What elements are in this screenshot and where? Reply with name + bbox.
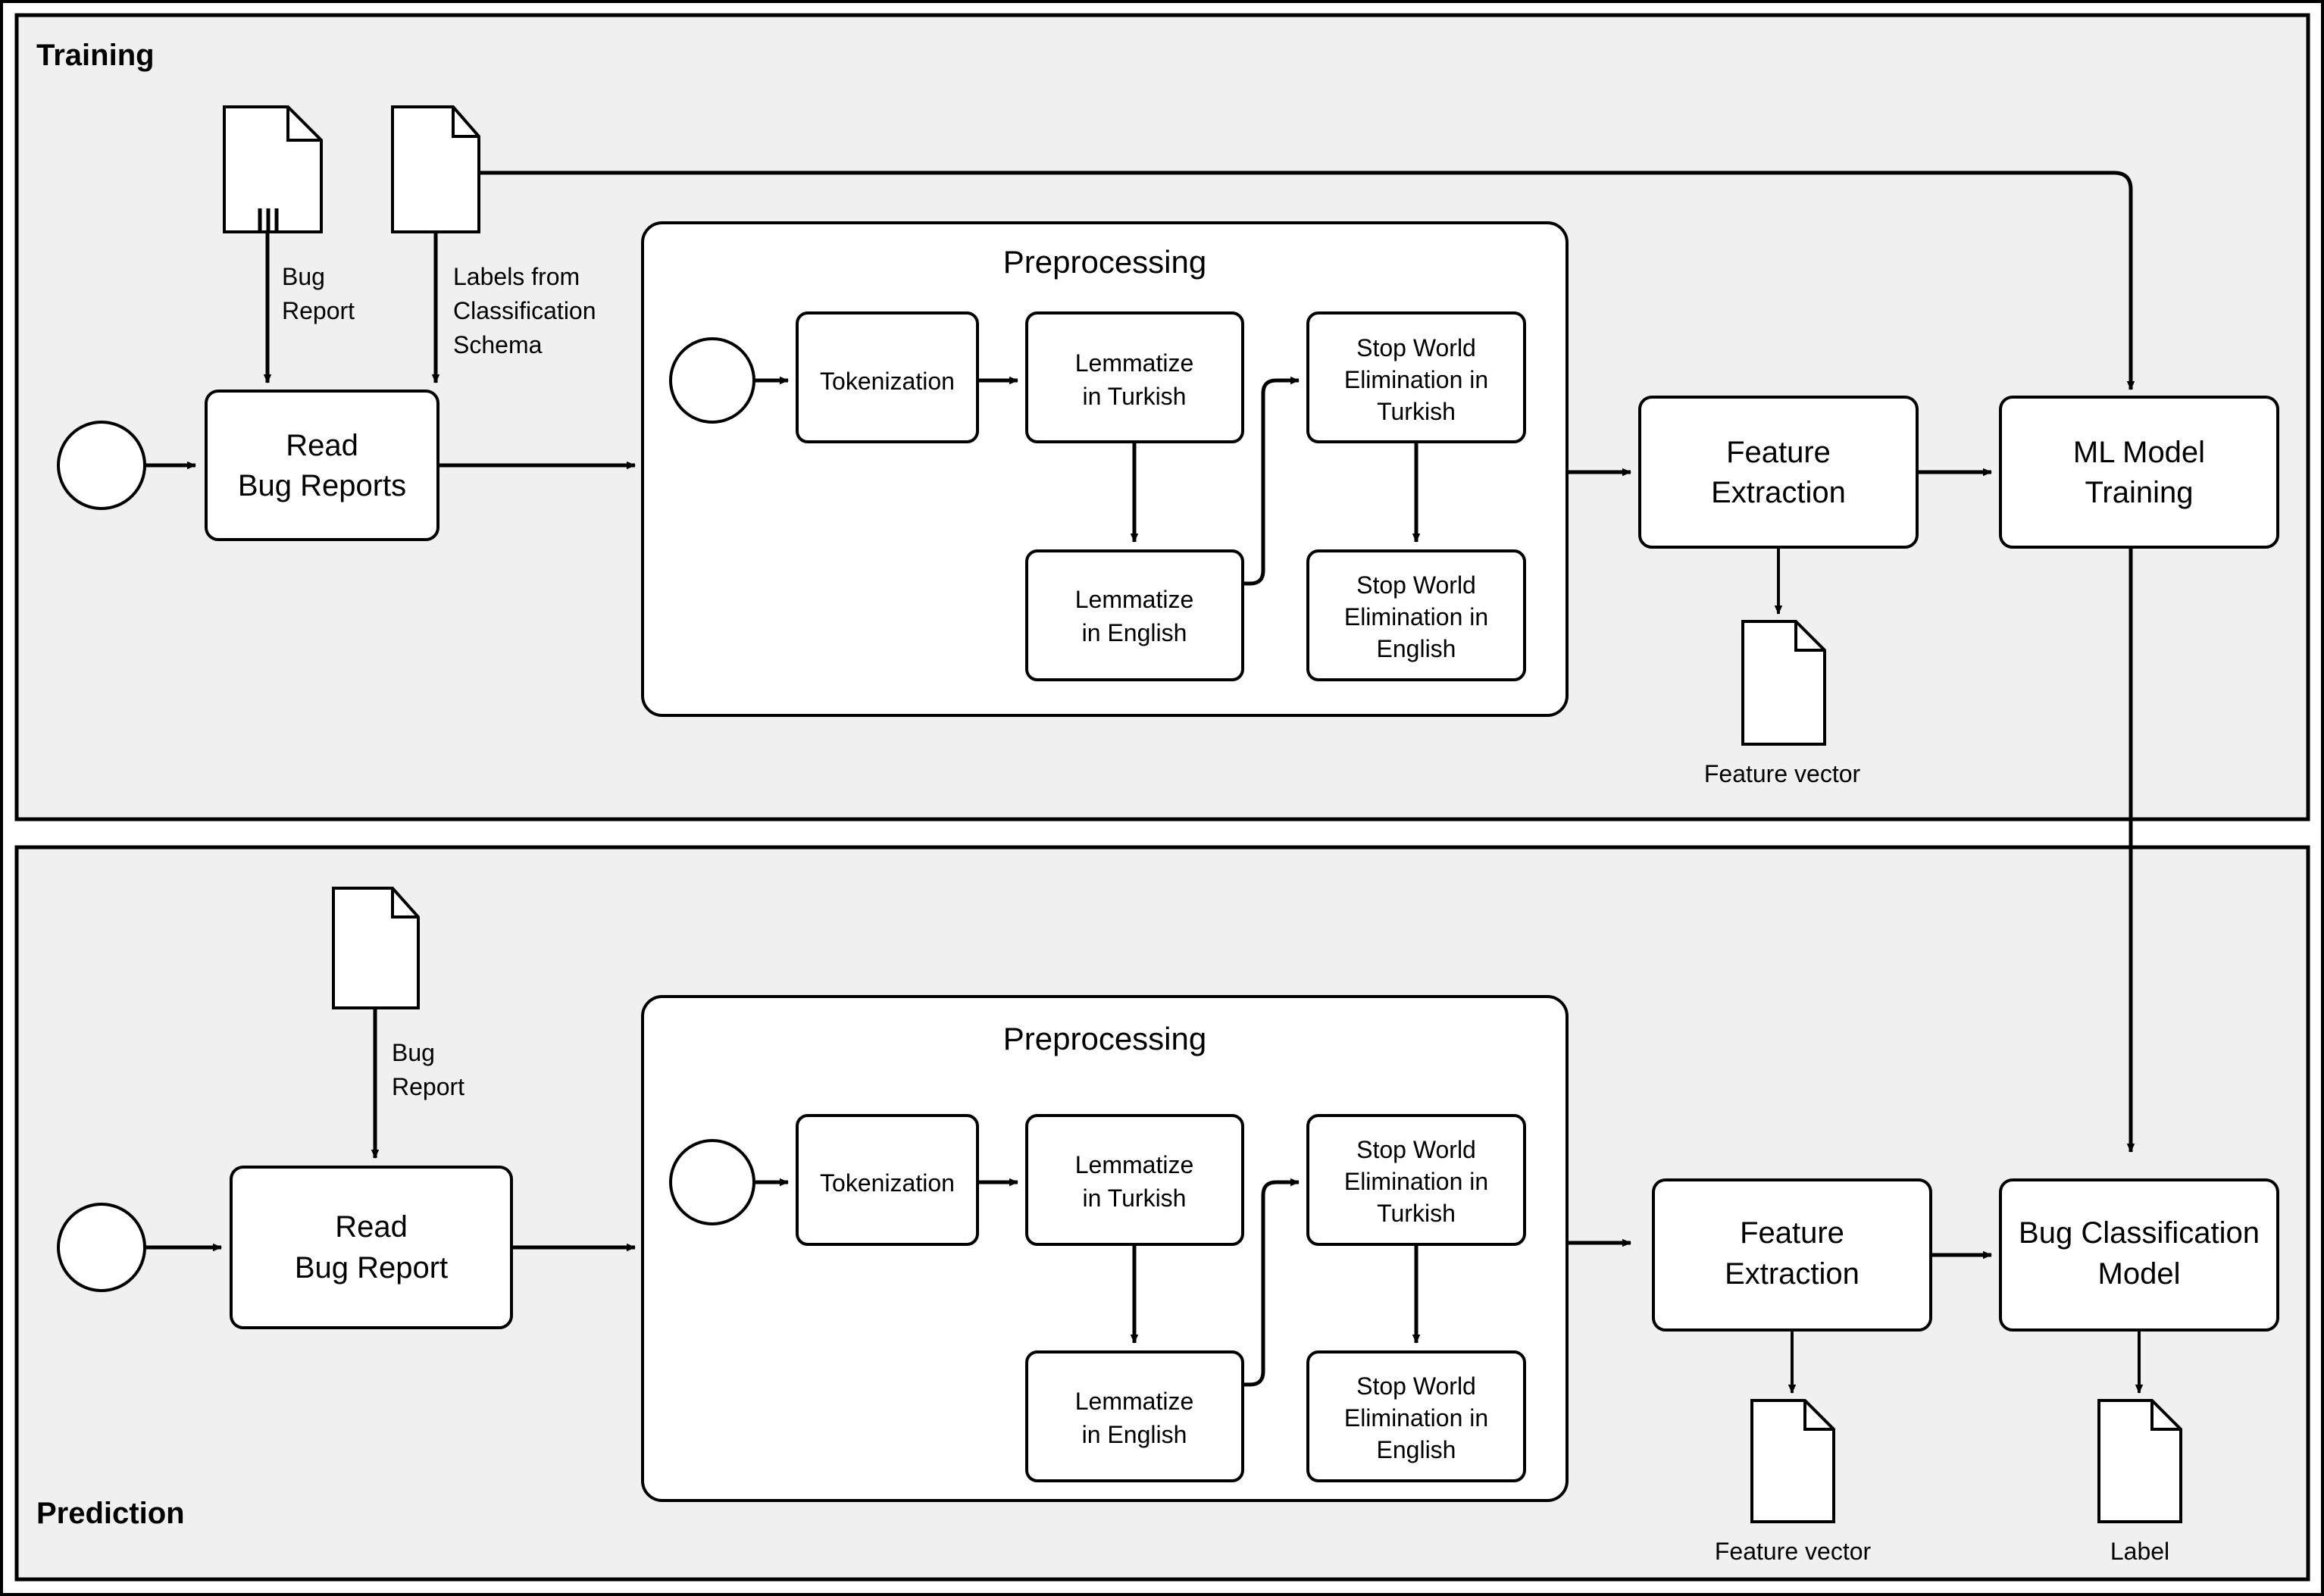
task-read-bug-report-prediction-label-l2: Bug Report (295, 1251, 448, 1285)
flow-lemm-en-to-stopword-tr-prediction (1243, 1178, 1300, 1387)
flow-label-bug-report-prediction-l2: Report (392, 1073, 464, 1100)
artifact-feature-vector-prediction (1750, 1399, 1835, 1523)
task-lemmatize-english-training-label-l2: in English (1082, 619, 1187, 646)
subprocess-start-event-prediction (669, 1139, 755, 1225)
task-lemmatize-english-prediction[interactable] (1025, 1350, 1244, 1482)
task-lemmatize-turkish-training-label-l1: Lemmatize (1075, 349, 1194, 377)
task-tokenization-training[interactable] (796, 311, 979, 443)
task-feature-extraction-prediction-label-l1: Feature (1740, 1216, 1844, 1250)
task-read-bug-report-prediction-label-l1: Read (335, 1210, 408, 1244)
task-stopword-english-prediction-label-l2: Elimination in (1344, 1404, 1488, 1432)
prediction-bug-report-document (332, 887, 420, 1009)
flow-label-bug-report-l1: Bug (282, 263, 325, 290)
task-stopword-english-prediction-label-l1: Stop World (1356, 1372, 1476, 1400)
task-read-bug-report-prediction[interactable] (230, 1166, 513, 1329)
prediction-start-event (57, 1203, 146, 1292)
task-feature-extraction-prediction[interactable] (1652, 1178, 1932, 1332)
task-ml-model-training-label-l2: Training (2085, 476, 2193, 509)
task-tokenization-prediction[interactable] (796, 1114, 979, 1246)
task-stopword-turkish-training-label-l2: Elimination in (1344, 366, 1488, 393)
task-tokenization-prediction-label: Tokenization (820, 1169, 955, 1197)
task-feature-extraction-training[interactable] (1638, 396, 1919, 549)
task-read-bug-reports-label-l1: Read (286, 429, 358, 462)
task-stopword-english-prediction-label-l3: English (1377, 1436, 1456, 1463)
subprocess-start-event-training (669, 337, 755, 424)
task-bug-classification-model-label-l2: Model (2098, 1257, 2181, 1291)
task-lemmatize-turkish-prediction-label-l1: Lemmatize (1075, 1151, 1194, 1178)
task-stopword-english-training-label-l2: Elimination in (1344, 603, 1488, 631)
flow-lemm-en-to-stopword-tr-training (1243, 376, 1300, 586)
task-read-bug-reports[interactable] (205, 390, 439, 541)
task-tokenization-training-label: Tokenization (820, 368, 955, 395)
task-stopword-english-training-label-l1: Stop World (1356, 571, 1476, 599)
training-bug-report-document (223, 105, 323, 233)
artifact-feature-vector-prediction-label: Feature vector (1715, 1538, 1872, 1565)
pool-training-label: Training (36, 39, 155, 72)
task-bug-classification-model[interactable] (1999, 1178, 2279, 1332)
subprocess-preprocessing-training-title: Preprocessing (1003, 244, 1206, 280)
task-lemmatize-turkish-prediction-label-l2: in Turkish (1083, 1184, 1187, 1212)
task-feature-extraction-prediction-label-l2: Extraction (1725, 1257, 1860, 1291)
flow-label-labels-l1: Labels from (453, 263, 580, 290)
task-ml-model-training[interactable] (1999, 396, 2279, 549)
task-feature-extraction-training-label-l1: Feature (1726, 436, 1831, 469)
task-stopword-turkish-prediction-label-l1: Stop World (1356, 1136, 1476, 1163)
task-lemmatize-english-training-label-l1: Lemmatize (1075, 586, 1194, 613)
task-feature-extraction-training-label-l2: Extraction (1711, 476, 1846, 509)
task-lemmatize-english-training[interactable] (1025, 549, 1244, 681)
artifact-label-document (2097, 1399, 2182, 1523)
training-start-event (57, 421, 146, 510)
task-lemmatize-turkish-training[interactable] (1025, 311, 1244, 443)
artifact-label-document-label: Label (2110, 1538, 2169, 1565)
subprocess-preprocessing-prediction-title: Preprocessing (1003, 1021, 1206, 1056)
task-ml-model-training-label-l1: ML Model (2073, 436, 2205, 469)
task-lemmatize-turkish-training-label-l2: in Turkish (1083, 383, 1187, 410)
training-labels-document (391, 105, 480, 233)
multi-instance-marker (258, 208, 279, 232)
task-stopword-turkish-prediction-label-l3: Turkish (1377, 1200, 1456, 1227)
flow-label-bug-report-l2: Report (282, 297, 355, 324)
task-stopword-english-prediction[interactable] (1306, 1350, 1526, 1482)
flow-label-bug-report-prediction-l1: Bug (392, 1039, 435, 1066)
task-lemmatize-english-prediction-label-l1: Lemmatize (1075, 1388, 1194, 1415)
task-stopword-turkish-training-label-l1: Stop World (1356, 334, 1476, 361)
task-stopword-turkish-training-label-l3: Turkish (1377, 398, 1456, 425)
task-read-bug-reports-label-l2: Bug Reports (238, 469, 406, 502)
pool-prediction-label: Prediction (36, 1497, 185, 1530)
task-stopword-english-training[interactable] (1306, 549, 1526, 681)
task-bug-classification-model-label-l1: Bug Classification (2019, 1216, 2260, 1250)
assoc-labels-to-ml-training (479, 171, 2135, 390)
task-stopword-english-training-label-l3: English (1377, 635, 1456, 662)
flow-label-labels-l2: Classification (453, 297, 596, 324)
task-lemmatize-english-prediction-label-l2: in English (1082, 1421, 1187, 1448)
artifact-feature-vector-training (1741, 620, 1826, 746)
flow-label-labels-l3: Schema (453, 331, 543, 358)
task-lemmatize-turkish-prediction[interactable] (1025, 1114, 1244, 1246)
task-stopword-turkish-prediction-label-l2: Elimination in (1344, 1168, 1488, 1195)
artifact-feature-vector-training-label: Feature vector (1704, 760, 1861, 787)
